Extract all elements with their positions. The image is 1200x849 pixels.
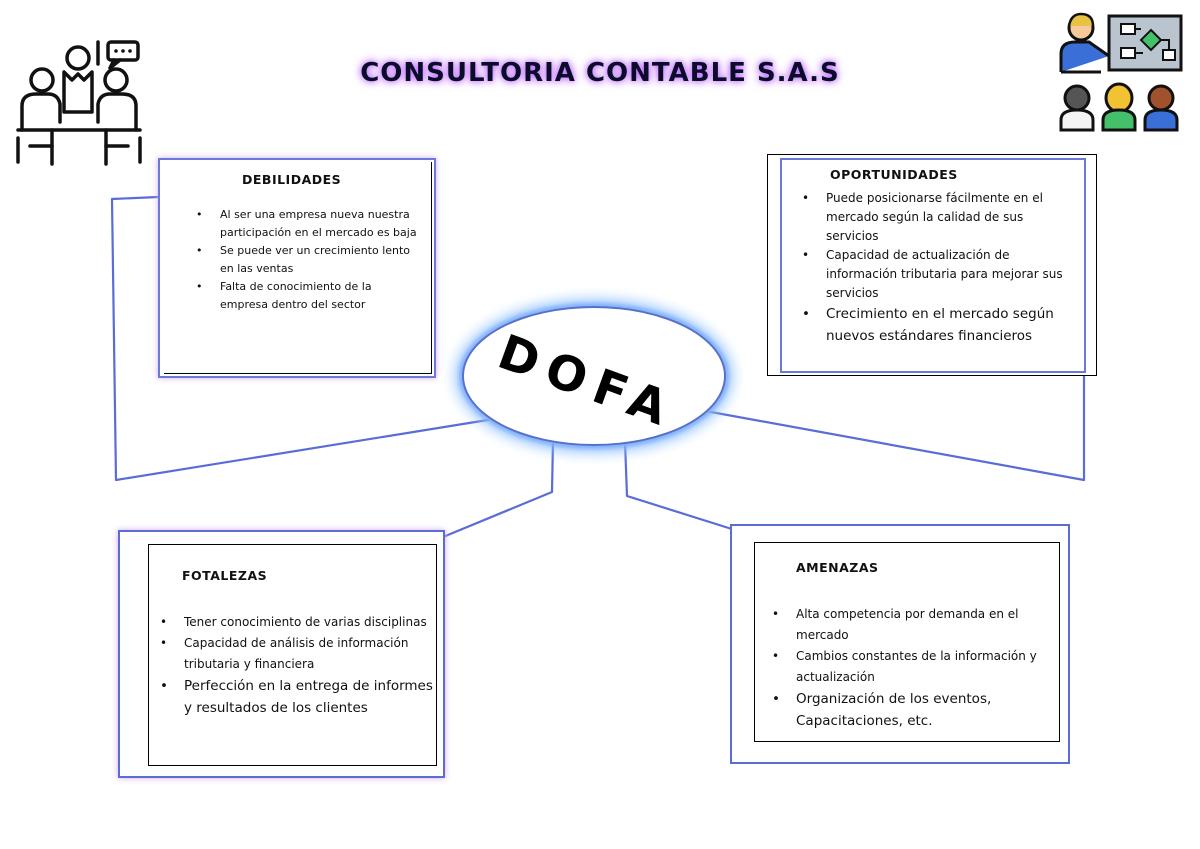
amenazas-list: Alta competencia por demanda en el merca… — [766, 604, 1066, 732]
oportunidades-box: OPORTUNIDADES Puede posicionarse fácilme… — [767, 154, 1097, 376]
connector-debilidades — [110, 195, 501, 482]
list-item: Perfección en la entrega de informes y r… — [154, 675, 434, 719]
oportunidades-inner-frame — [780, 158, 1086, 373]
list-item: Alta competencia por demanda en el merca… — [766, 604, 1066, 646]
presentation-audience-icon — [1059, 12, 1183, 132]
list-item: Al ser una empresa nueva nuestra partici… — [190, 206, 422, 242]
amenazas-heading: AMENAZAS — [796, 560, 879, 575]
connector-amenazas — [623, 441, 736, 532]
list-item: Capacidad de actualización de informació… — [796, 246, 1076, 303]
list-item: Falta de conocimiento de la empresa dent… — [190, 278, 422, 314]
list-item: Se puede ver un crecimiento lento en las… — [190, 242, 422, 278]
debilidades-heading: DEBILIDADES — [242, 172, 342, 187]
debilidades-list: Al ser una empresa nueva nuestra partici… — [190, 206, 422, 314]
debilidades-box: DEBILIDADES Al ser una empresa nueva nue… — [158, 158, 436, 378]
oportunidades-heading: OPORTUNIDADES — [830, 167, 958, 182]
dofa-center-ellipse — [462, 306, 726, 446]
amenazas-box: AMENAZAS Alta competencia por demanda en… — [730, 524, 1070, 764]
list-item: Crecimiento en el mercado según nuevos e… — [796, 303, 1076, 347]
list-item: Cambios constantes de la información y a… — [766, 646, 1066, 688]
connector-fortalezas — [442, 439, 555, 539]
list-item: Capacidad de análisis de información tri… — [154, 633, 434, 675]
fortalezas-box: FOTALEZAS Tener conocimiento de varias d… — [118, 530, 445, 778]
oportunidades-list: Puede posicionarse fácilmente en el merc… — [796, 189, 1076, 347]
meeting-people-icon — [16, 40, 142, 166]
list-item: Puede posicionarse fácilmente en el merc… — [796, 189, 1076, 246]
fortalezas-heading: FOTALEZAS — [182, 568, 268, 583]
fortalezas-inner-frame — [148, 544, 437, 766]
fortalezas-list: Tener conocimiento de varias disciplinas… — [154, 612, 434, 719]
list-item: Tener conocimiento de varias disciplinas — [154, 612, 434, 633]
list-item: Organización de los eventos, Capacitacio… — [766, 688, 1066, 732]
debilidades-inner-frame — [164, 162, 432, 374]
page-title: CONSULTORIA CONTABLE S.A.S — [360, 58, 840, 88]
